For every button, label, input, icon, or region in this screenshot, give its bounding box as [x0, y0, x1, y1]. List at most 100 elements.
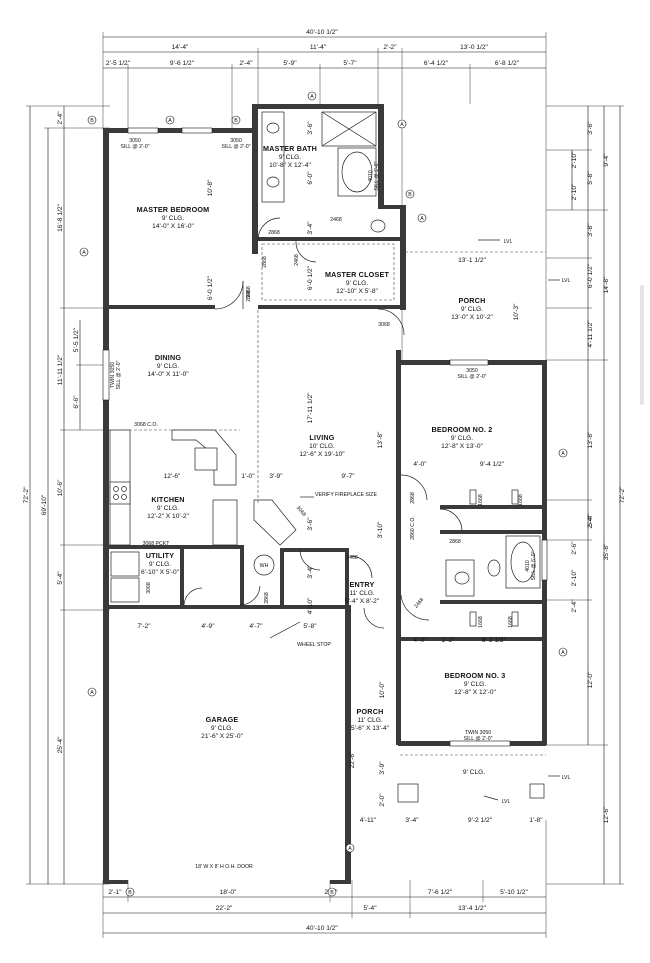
- svg-text:BEDROOM NO. 2: BEDROOM NO. 2: [432, 425, 493, 434]
- svg-text:5'-4" X 8'-2": 5'-4" X 8'-2": [345, 598, 380, 605]
- section-mark: A: [82, 250, 86, 256]
- dim-interior: 17'-11 1/2": [307, 392, 314, 424]
- room-utility: UTILITY 9' CLG. 6'-10" X 5'-0": [141, 551, 180, 576]
- dim-top: 9'-6 1/2": [170, 60, 195, 67]
- dim-interior: 4'-0": [413, 461, 427, 468]
- svg-text:9' CLG.: 9' CLG.: [157, 363, 179, 370]
- dim-left: 6'-6": [73, 395, 80, 409]
- door-label: 2468: [330, 217, 342, 223]
- dim-interior: 6'-0": [307, 171, 314, 185]
- dim-interior: 9'-2 1/2": [468, 817, 493, 824]
- dim-interior: 10'-0": [379, 681, 386, 698]
- dim-right: 14'-8": [603, 276, 610, 293]
- dim-interior: 3'-10": [377, 521, 384, 538]
- leaders: [269, 239, 560, 801]
- dim-interior: 4'-9": [201, 623, 215, 630]
- dim-left: 5'-4": [57, 571, 64, 585]
- svg-text:9' CLG.: 9' CLG.: [149, 561, 171, 568]
- door-label: 1668: [478, 616, 484, 628]
- room-kitchen: KITCHEN 9' CLG. 12'-2" X 10'-2": [147, 495, 189, 520]
- dim-left: 11'-11 1/2": [57, 354, 64, 385]
- svg-text:12'-8" X 13'-0": 12'-8" X 13'-0": [441, 443, 483, 450]
- dim-right: 2'-6": [571, 541, 578, 555]
- dim-overall-bottom: 40'-10 1/2": [306, 925, 338, 932]
- window-label: 4010SILL @ 6'-0": [525, 551, 537, 580]
- door-label: 2860 C.O.: [410, 516, 416, 540]
- section-mark: B: [330, 890, 334, 896]
- door-label: 3068 PCKT: [143, 541, 171, 547]
- level-note: LVL: [562, 775, 571, 781]
- room-master-closet: MASTER CLOSET 9' CLG. 12'-10" X 5'-8": [325, 270, 390, 295]
- dim-interior: 9'-7": [341, 473, 355, 480]
- dim-right: 35'-8": [603, 543, 610, 560]
- dim-top: 5'-9": [283, 60, 297, 67]
- dim-interior: 3'-6": [307, 121, 314, 135]
- svg-text:12'-8" X 12'-0": 12'-8" X 12'-0": [454, 689, 496, 696]
- section-mark: B: [408, 192, 412, 198]
- dim-interior: 3'-9": [379, 761, 386, 775]
- svg-text:11' CLG.: 11' CLG.: [349, 590, 374, 597]
- section-mark: A: [400, 122, 404, 128]
- section-mark: B: [128, 890, 132, 896]
- dim-interior: 13'-8": [377, 431, 384, 448]
- dim-left: 5'-5 1/2": [73, 327, 80, 352]
- dim-bottom: 18'-0": [220, 889, 237, 896]
- porch-ceiling-label: 9' CLG.: [463, 769, 485, 776]
- svg-text:KITCHEN: KITCHEN: [151, 495, 184, 504]
- door-label: 3068 C.O.: [134, 422, 158, 428]
- dim-interior: 10'-8": [207, 179, 214, 196]
- door-label: 1668: [478, 494, 484, 506]
- dim-overall-top: 40'-10 1/2": [306, 29, 338, 36]
- fireplace-note: VERIFY FIREPLACE SIZE: [315, 492, 377, 498]
- dim-bottom: 5'-4": [363, 905, 377, 912]
- dim-right: 2'-10": [571, 151, 578, 168]
- svg-text:UTILITY: UTILITY: [146, 551, 175, 560]
- dim-left: 10'-6": [57, 479, 64, 496]
- dim-interior: 3'-4": [307, 221, 314, 235]
- bottom-dimensions: 2'-1" 18'-0" 2'-1" 7'-6 1/2" 5'-10 1/2" …: [102, 820, 547, 938]
- door-label: 2868: [410, 492, 416, 504]
- svg-text:ENTRY: ENTRY: [349, 580, 374, 589]
- scrollbar[interactable]: [640, 285, 644, 405]
- dim-left: 2'-4": [57, 111, 64, 125]
- dim-interior: 12'-6": [164, 473, 181, 480]
- section-mark: A: [348, 846, 352, 852]
- windows: [102, 127, 548, 747]
- svg-text:9' CLG.: 9' CLG.: [157, 505, 179, 512]
- garage-door-note: 18' W X 8' H O.H. DOOR: [195, 864, 253, 870]
- door-label: 2868: [449, 539, 461, 545]
- dim-interior: 4'-11": [360, 817, 377, 824]
- dim-left: 16'-8 1/2": [57, 203, 64, 231]
- dim-top: 13'-0 1/2": [460, 44, 488, 51]
- svg-text:10' CLG.: 10' CLG.: [309, 443, 335, 450]
- room-porch-front: PORCH 11' CLG. 5'-6" X 13'-4": [351, 707, 390, 732]
- interior-dimensions: 10'-8" 6'-0 1/2" 3'-6" 6'-0" 3'-4" 6'-0 …: [137, 121, 543, 824]
- dim-right: 3'-8": [587, 223, 594, 237]
- section-markers: B A B A A B A A A A A A B B: [79, 91, 568, 897]
- svg-text:9' CLG.: 9' CLG.: [211, 725, 233, 732]
- dim-left-mid: 69'-10": [41, 494, 48, 515]
- window-label: 4010SILL @ 6'-0": [368, 161, 380, 190]
- room-living: LIVING 10' CLG. 12'-6" X 19'-10": [299, 433, 345, 458]
- wheel-stop-note: WHEEL STOP: [297, 642, 331, 648]
- svg-text:MASTER CLOSET: MASTER CLOSET: [325, 270, 390, 279]
- dim-right: 2'-4": [587, 515, 594, 529]
- dim-left-outer: 72'-2": [23, 486, 30, 503]
- door-label: 2868: [268, 230, 280, 236]
- dim-right: 13'-8": [587, 431, 594, 448]
- dim-right: 3'-6": [587, 121, 594, 135]
- dim-interior: 3'-4": [307, 565, 314, 579]
- level-note: LVL: [504, 239, 513, 245]
- svg-text:12'-6" X 19'-10": 12'-6" X 19'-10": [299, 451, 345, 458]
- svg-text:9' CLG.: 9' CLG.: [464, 681, 486, 688]
- dim-bottom: 13'-4 1/2": [458, 905, 486, 912]
- section-mark: B: [234, 118, 238, 124]
- fixtures: [109, 111, 546, 803]
- room-master-bedroom: MASTER BEDROOM 9' CLG. 14'-0" X 16'-0": [137, 205, 209, 230]
- dim-right: 2'-10": [571, 569, 578, 586]
- water-heater: [253, 554, 275, 576]
